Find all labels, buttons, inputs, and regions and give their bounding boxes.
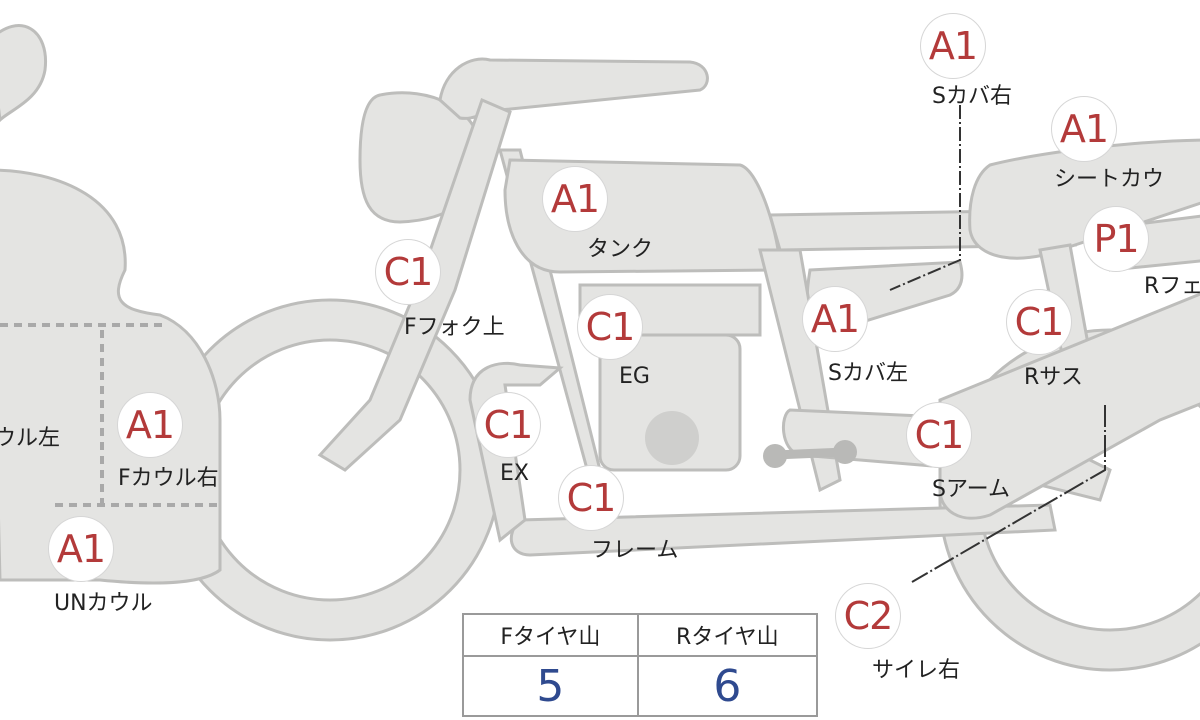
foot-peg-shape (763, 440, 857, 468)
front-tire-value: 5 (462, 655, 639, 717)
f-cowl-right-grade: A1 (125, 403, 175, 447)
f-fork-upper-label: Fフォク上 (404, 315, 505, 340)
under-cowl-label: UNカウル (54, 591, 153, 616)
swing-arm-grade: C1 (914, 413, 965, 457)
r-fender-grade: P1 (1093, 217, 1139, 261)
under-cowl-grade: A1 (56, 527, 106, 571)
rear-tire-value: 6 (636, 655, 819, 717)
front-fork-shape (317, 97, 512, 472)
f-cowl-right-label: Fカウル右 (118, 466, 219, 491)
leader-lines (889, 105, 1106, 583)
s-cover-right-label: Sカバ右 (932, 84, 1012, 109)
exhaust-grade: C1 (483, 403, 534, 447)
engine-label: EG (619, 364, 650, 389)
engine-marker[interactable]: C1 (578, 295, 642, 359)
silencer-shape (938, 292, 1200, 520)
seat-cowl-grade: A1 (1059, 107, 1109, 151)
frame-label: フレーム (591, 538, 679, 563)
exhaust-marker[interactable]: C1 (476, 393, 540, 457)
tank-marker[interactable]: A1 (543, 167, 607, 231)
s-cover-left-marker[interactable]: A1 (803, 287, 867, 351)
s-cover-right-marker[interactable]: A1 (921, 14, 985, 78)
seat-cowl-marker[interactable]: A1 (1052, 97, 1116, 161)
frame-grade: C1 (566, 476, 617, 520)
s-cover-left-grade: A1 (810, 297, 860, 341)
seat-cowl-label: シートカウ (1054, 167, 1165, 192)
swing-arm-label: Sアーム (932, 477, 1010, 502)
r-suspension-label: Rサス (1024, 365, 1083, 390)
r-suspension-marker[interactable]: C1 (1007, 290, 1071, 354)
rear-tire-header: Rタイヤ山 (636, 613, 819, 657)
s-cover-left-label: Sカバ左 (828, 361, 908, 386)
silencer-right-marker[interactable]: C2 (836, 584, 900, 648)
tank-label: タンク (587, 237, 654, 262)
f-fork-upper-grade: C1 (383, 250, 434, 294)
s-cover-right-grade: A1 (928, 24, 978, 68)
silencer-right-label: サイレ右 (872, 658, 961, 683)
tire-tread-table: Fタイヤ山 Rタイヤ山 5 6 (462, 613, 819, 717)
tank-grade: A1 (550, 177, 600, 221)
engine-grade: C1 (585, 305, 636, 349)
exhaust-label: EX (500, 461, 529, 486)
f-cowl-right-marker[interactable]: A1 (118, 393, 182, 457)
front-cowl-shape (0, 24, 222, 585)
r-fender-label: Rフェ (1144, 274, 1200, 299)
frame-marker[interactable]: C1 (559, 466, 623, 530)
r-suspension-grade: C1 (1014, 300, 1065, 344)
under-cowl-marker[interactable]: A1 (49, 517, 113, 581)
r-fender-marker[interactable]: P1 (1084, 207, 1148, 271)
swing-arm-marker[interactable]: C1 (907, 403, 971, 467)
f-fork-upper-marker[interactable]: C1 (376, 240, 440, 304)
silencer-right-grade: C2 (843, 594, 894, 638)
f-cowl-left-label: ウル左 (0, 426, 61, 451)
front-tire-header: Fタイヤ山 (462, 613, 639, 657)
